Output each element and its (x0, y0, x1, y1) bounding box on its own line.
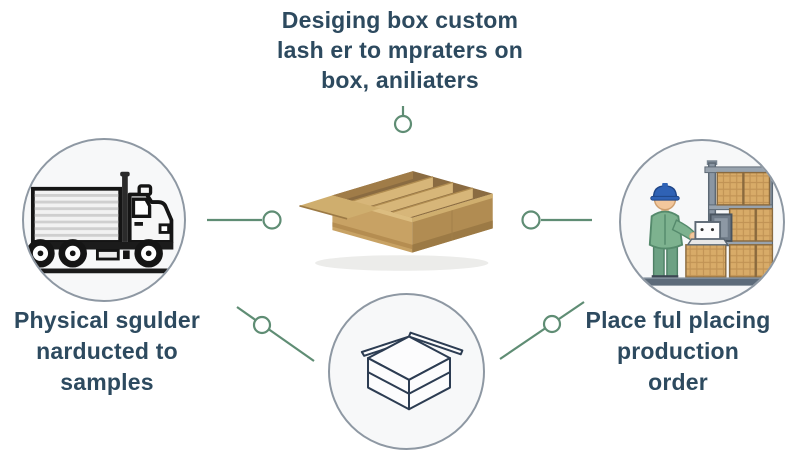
label-line: samples (60, 369, 154, 395)
label-line: Desiging box custom (281, 7, 519, 33)
open-box-icon (360, 331, 464, 411)
label-line: box, aniliaters (321, 67, 479, 93)
step-label-shipping: Physical sgulder narducted to samples (2, 305, 212, 398)
step-circle-packaging (328, 293, 485, 450)
warehouse-worker-packing-icon (634, 156, 776, 286)
connector-node-icon (393, 114, 413, 134)
connector-bottom-right (499, 301, 585, 360)
label-line: production (616, 338, 740, 364)
label-line: Physical sgulder (14, 307, 200, 333)
step-circle-shipping (22, 138, 186, 302)
connector-node-icon (521, 210, 541, 230)
truck-wheels (27, 239, 163, 268)
label-line: order (648, 369, 708, 395)
cardboard-boxes (716, 171, 774, 278)
label-line: narducted to (36, 338, 178, 364)
connector-right (521, 210, 592, 230)
box-dividers (352, 176, 473, 223)
step-label-production: Place ful placing production order (583, 305, 773, 398)
label-line: lash er to mpraters on (277, 37, 523, 63)
connector-node-icon (542, 314, 562, 334)
connector-top (393, 106, 413, 134)
step-label-design: Desiging box custom lash er to mpraters … (250, 5, 550, 95)
laptop-icon (686, 221, 730, 246)
delivery-truck-icon (27, 171, 174, 274)
connector-node-icon (262, 210, 282, 230)
divided-box-illustration (299, 171, 493, 271)
label-line: Place ful placing (585, 307, 771, 333)
step-circle-production (619, 139, 785, 305)
cardboard-box-with-dividers-image (296, 140, 504, 282)
connector-node-icon (252, 315, 272, 335)
connector-bottom-left (236, 306, 315, 362)
connector-left (207, 210, 282, 230)
